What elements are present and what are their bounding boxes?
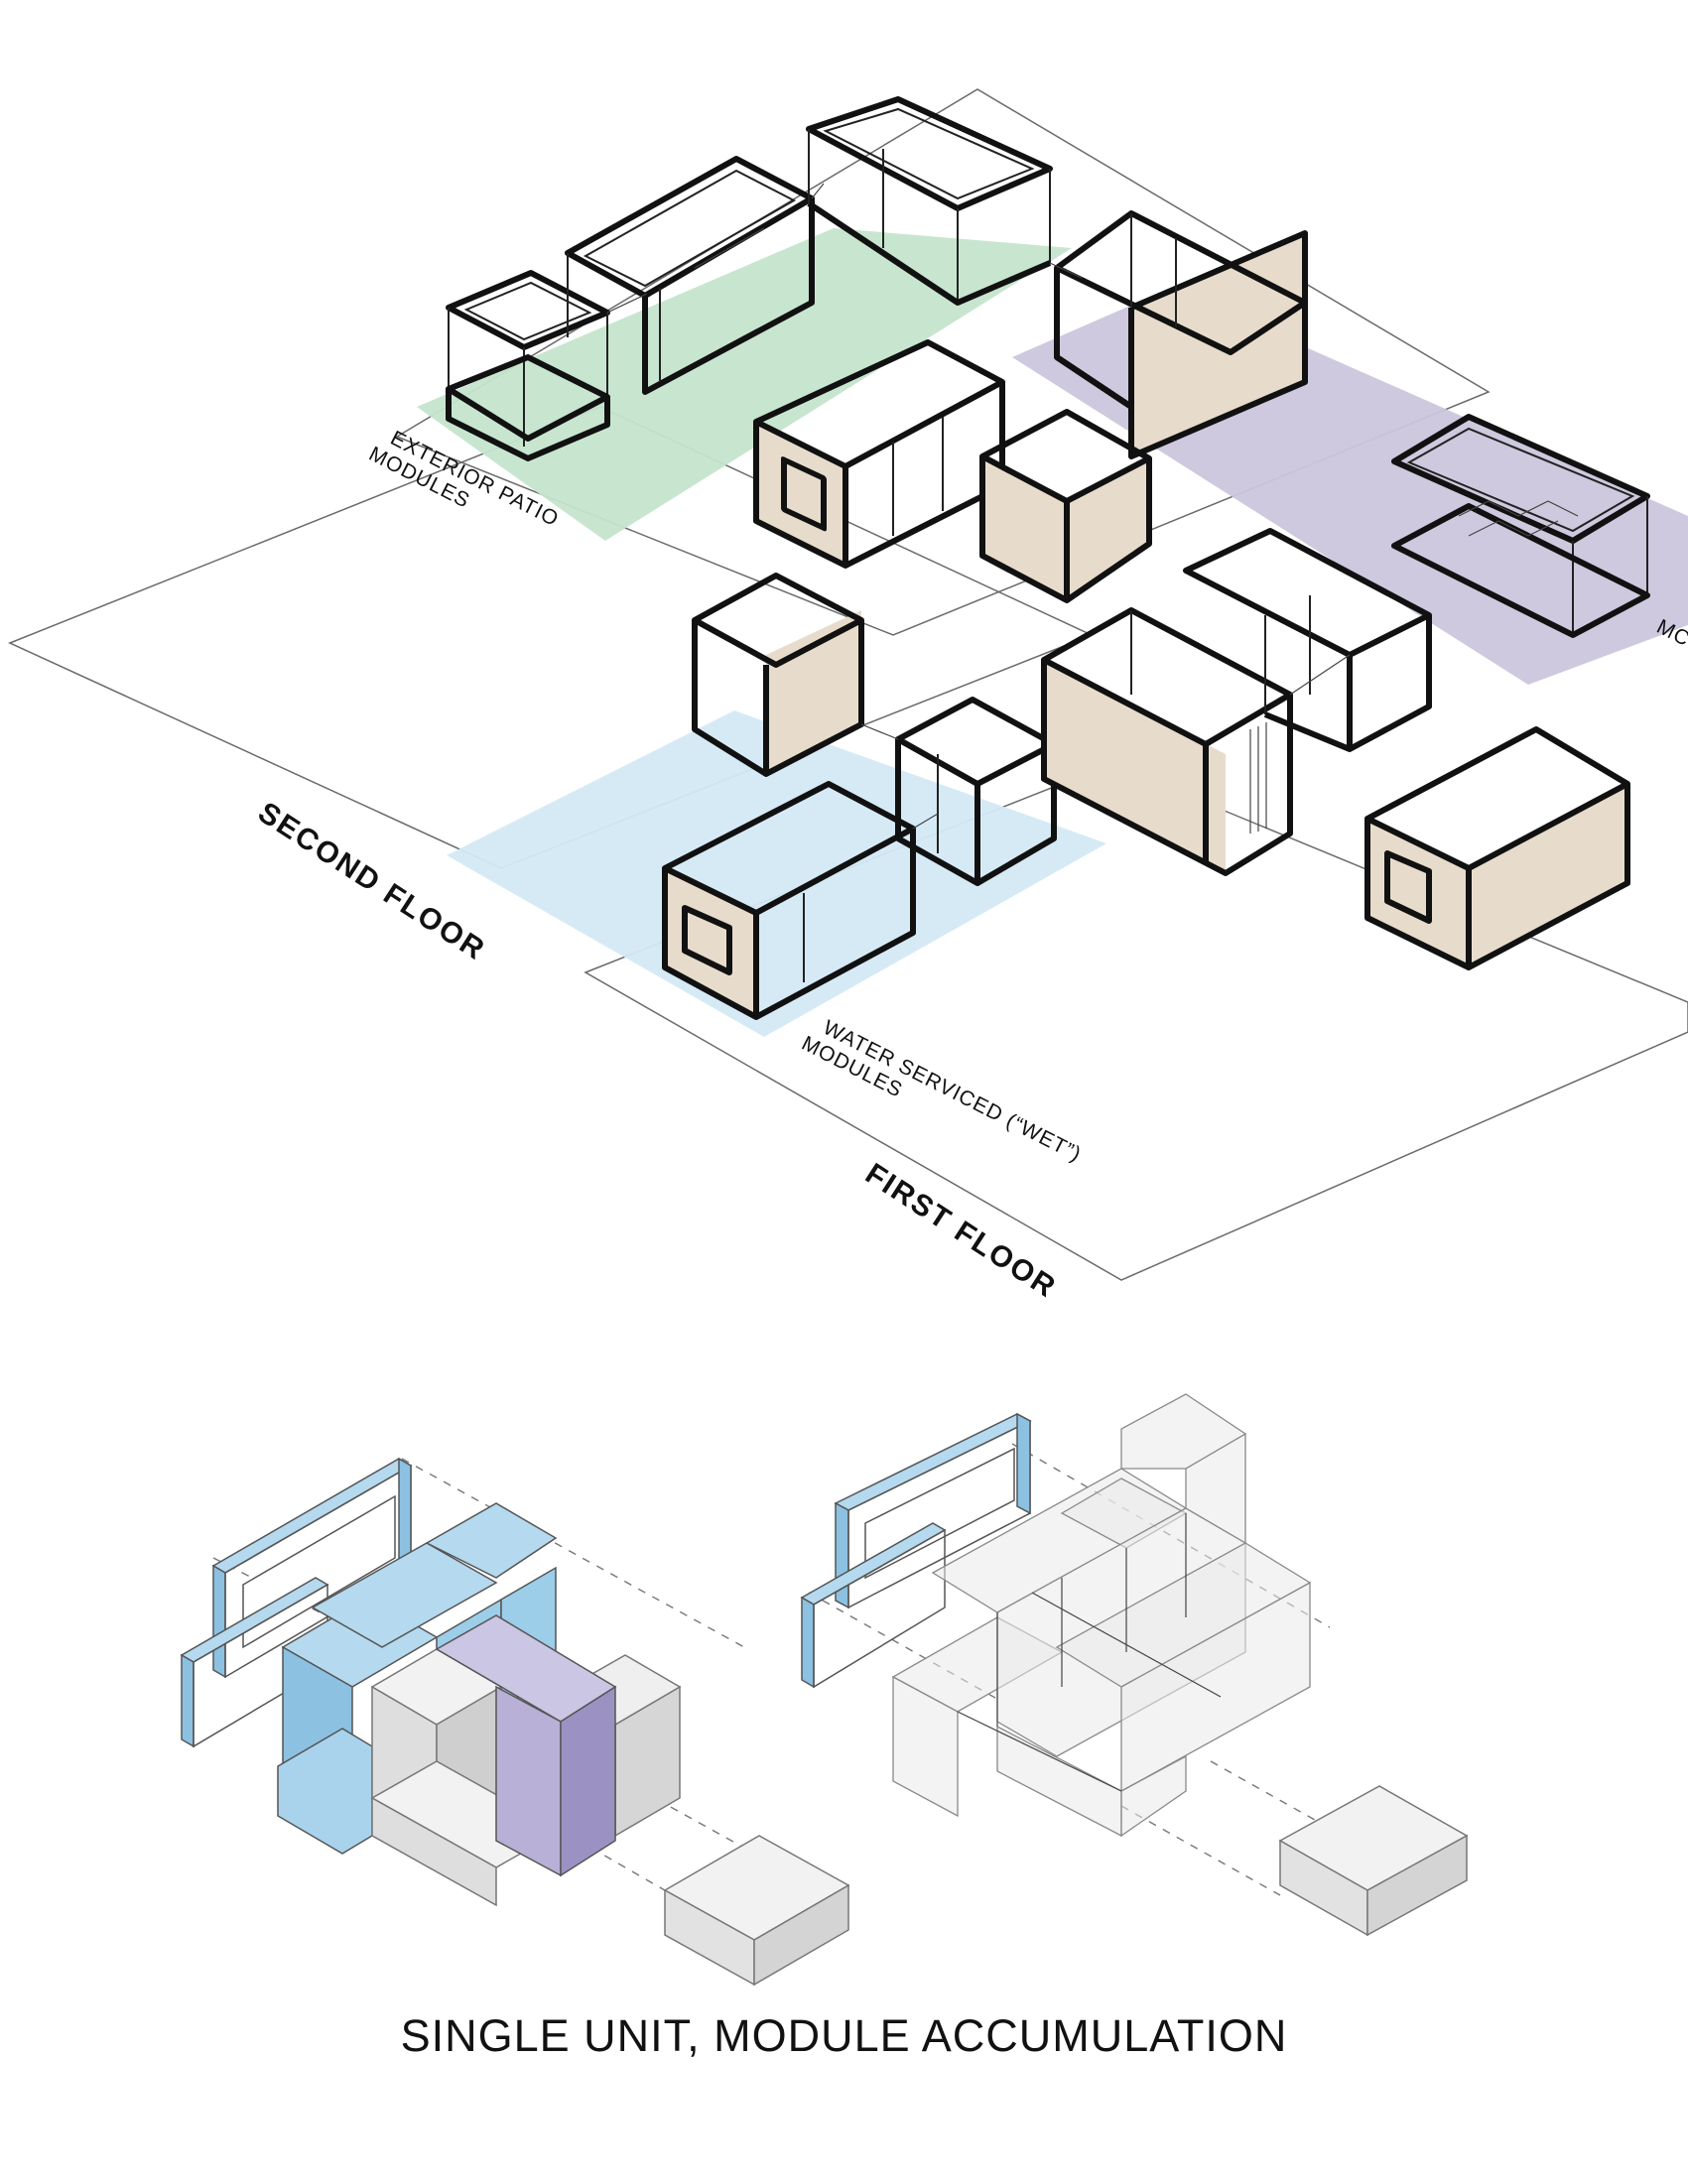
wet-module-zone bbox=[447, 710, 1106, 1037]
module-clad-far-right bbox=[1364, 726, 1630, 970]
first-floor-plane bbox=[584, 763, 1688, 1281]
label-first-floor: FIRST FLOOR bbox=[859, 1157, 1062, 1305]
label-wet-line1: WATER SERVICED (“WET”) bbox=[820, 1016, 1086, 1167]
exterior-patio-zone bbox=[417, 228, 1072, 541]
figure-caption: SINGLE UNIT, MODULE ACCUMULATION bbox=[400, 2010, 1288, 2061]
label-second-floor: SECOND FLOOR bbox=[252, 796, 491, 966]
module-stair bbox=[1391, 414, 1650, 638]
patio-module-top bbox=[806, 96, 1053, 306]
label-wet-modules: WATER SERVICED (“WET”)MODULES bbox=[798, 1011, 1085, 1188]
module-accumulation-blocks bbox=[800, 1393, 1469, 1937]
module-clad-upper-right bbox=[1054, 210, 1308, 459]
module-clad-large bbox=[1041, 607, 1293, 876]
module-frame-right bbox=[1183, 528, 1432, 752]
svg-text:WATER SERVICED (“WET”)MODULES: WATER SERVICED (“WET”)MODULES bbox=[798, 1011, 1085, 1188]
single-unit-blocks bbox=[180, 1457, 850, 1987]
module-connectors bbox=[606, 183, 1351, 830]
module-window-mid bbox=[753, 339, 1005, 569]
module-cube-left bbox=[692, 573, 864, 777]
module-clad-cube-mid bbox=[979, 409, 1152, 603]
